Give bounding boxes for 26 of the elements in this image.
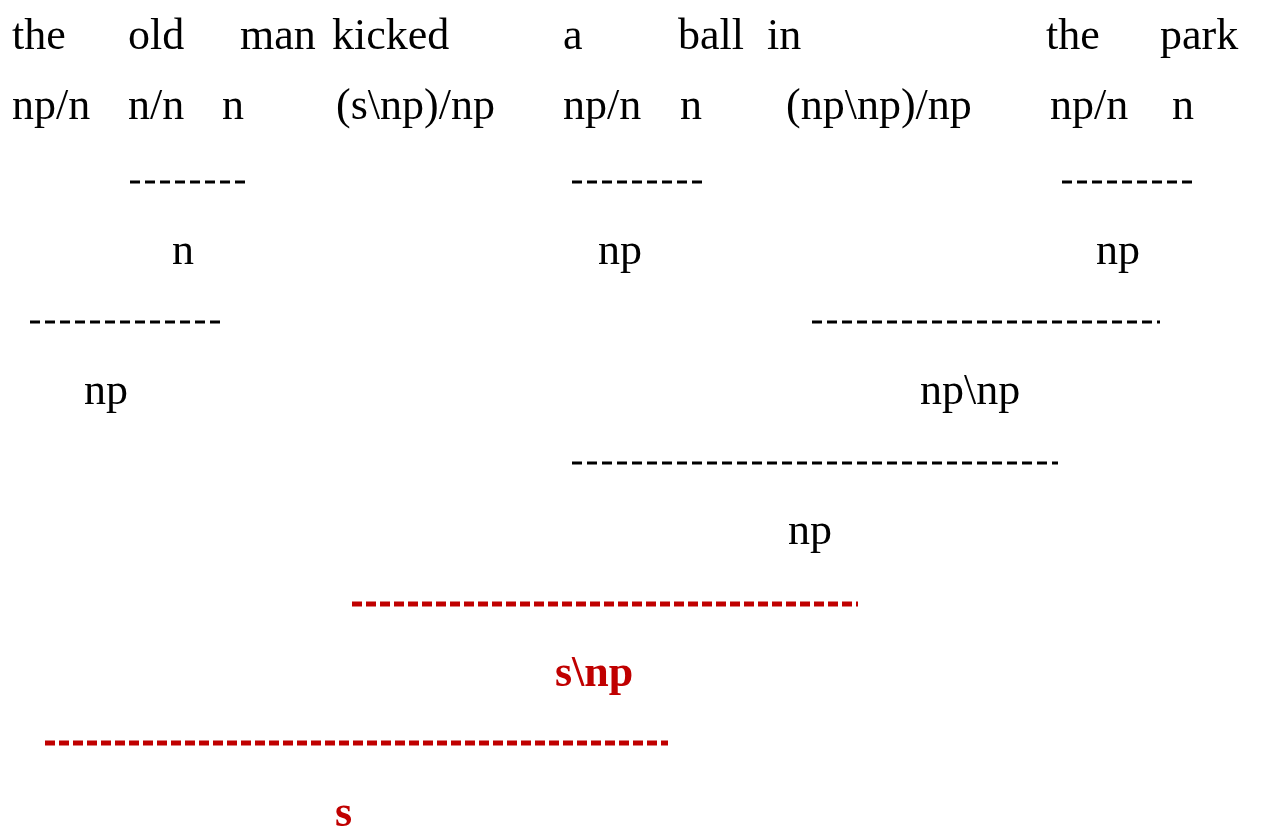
word-text: old <box>128 10 185 60</box>
word-text: in <box>767 10 802 60</box>
category-label: np <box>1096 225 1140 275</box>
category-label: n <box>222 80 244 130</box>
category-label: np/n <box>1050 80 1129 130</box>
result-category-label: s <box>335 787 353 831</box>
word-text: kicked <box>332 10 450 60</box>
category-label: np\np <box>920 365 1021 415</box>
word-text: ball <box>678 10 744 60</box>
category-label: n/n <box>128 80 185 130</box>
category-label: (s\np)/np <box>336 80 495 130</box>
category-label: np/n <box>563 80 642 130</box>
result-category-label: s\np <box>555 647 634 697</box>
word-text: the <box>12 10 66 60</box>
category-label: np/n <box>12 80 91 130</box>
category-label: n <box>1172 80 1194 130</box>
category-label: n <box>680 80 702 130</box>
category-label: (np\np)/np <box>786 80 972 130</box>
word-text: park <box>1160 10 1239 60</box>
category-label: np <box>84 365 128 415</box>
word-text: the <box>1046 10 1100 60</box>
category-label: np <box>788 505 832 555</box>
category-label: n <box>172 225 194 275</box>
word-text: man <box>240 10 316 60</box>
word-text: a <box>563 10 583 60</box>
category-label: np <box>598 225 642 275</box>
